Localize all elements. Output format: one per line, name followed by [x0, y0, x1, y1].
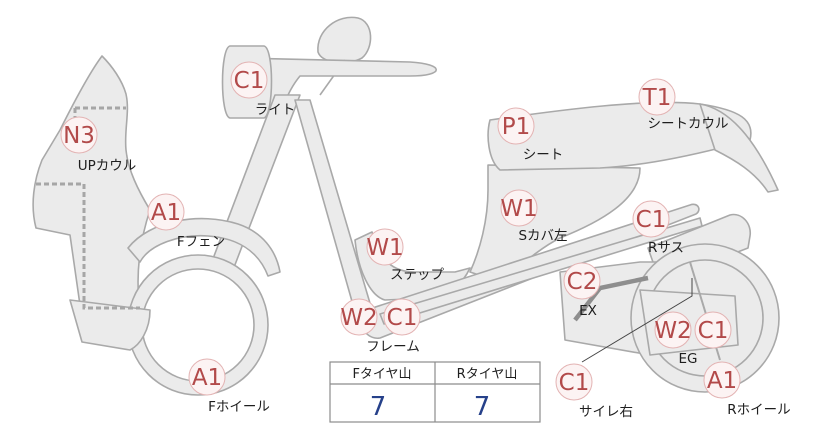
marker-step[interactable]: W1 ステップ [366, 228, 444, 283]
code-engine-1: W2 [654, 318, 691, 344]
code-circle [654, 311, 692, 349]
marker-rear-wheel[interactable]: A1 Rホイール [703, 361, 791, 418]
label-light: ライト [255, 102, 296, 118]
label-front-wheel: Fホイール [208, 399, 270, 415]
label-muffler-right: サイレ右 [579, 404, 633, 420]
code-step: W1 [366, 235, 403, 261]
code-light: C1 [234, 68, 265, 94]
code-exhaust: C2 [567, 269, 598, 295]
code-up-cowl: N3 [63, 123, 95, 149]
cowl-dash-lower [36, 182, 140, 310]
marker-engine[interactable]: W2 C1 EG [654, 311, 732, 367]
code-rear-suspension: C1 [636, 207, 667, 233]
code-frame-2: C1 [387, 305, 418, 331]
label-rear-wheel: Rホイール [727, 402, 790, 418]
code-frame-1: W2 [340, 305, 377, 331]
marker-frame[interactable]: W2 C1 フレーム [340, 298, 421, 355]
label-up-cowl: UPカウル [78, 158, 137, 174]
code-seat-cowl: T1 [642, 85, 672, 111]
code-circle [500, 189, 538, 227]
exhaust-pipe [573, 275, 649, 322]
code-front-wheel: A1 [192, 365, 222, 391]
marker-up-cowl[interactable]: N3 UPカウル [60, 116, 137, 174]
marker-seat-cowl[interactable]: T1 シートカウル [638, 78, 729, 132]
mirror-shape [317, 16, 372, 64]
code-muffler-right: C1 [559, 370, 590, 396]
marker-side-cover-left[interactable]: W1 Sカバ左 [500, 189, 568, 244]
code-circle [230, 61, 268, 99]
code-circle [563, 262, 601, 300]
front-cowl-shape [32, 55, 151, 311]
frame-down-tube [294, 99, 373, 313]
rear-tire-header: Rタイヤ山 [457, 367, 518, 382]
code-front-fender: A1 [151, 200, 181, 226]
code-circle [497, 107, 535, 145]
front-tire-header: Fタイヤ山 [352, 367, 411, 382]
code-circle [632, 200, 670, 238]
seat-cowl-shape [699, 103, 779, 193]
code-circle [340, 298, 378, 336]
label-exhaust: EX [579, 303, 597, 319]
code-circle [638, 78, 676, 116]
label-side-cover-left: Sカバ左 [518, 228, 567, 244]
code-circle [366, 228, 404, 266]
front-tire-value: 7 [370, 392, 387, 422]
marker-light[interactable]: C1 ライト [230, 61, 296, 118]
front-lower-cowl [69, 299, 151, 351]
label-seat-cowl: シートカウル [648, 116, 729, 132]
marker-front-wheel[interactable]: A1 Fホイール [188, 358, 270, 415]
label-seat: シート [523, 147, 564, 163]
label-frame: フレーム [366, 339, 420, 355]
muffler-pointer-line [581, 278, 693, 363]
tire-tread-table: Fタイヤ山 Rタイヤ山 7 7 [329, 361, 541, 423]
code-rear-wheel: A1 [707, 368, 737, 394]
code-circle [383, 298, 421, 336]
code-circle [188, 358, 226, 396]
marker-muffler-right[interactable]: C1 サイレ右 [555, 363, 633, 420]
code-circle [60, 116, 98, 154]
label-rear-suspension: Rサス [648, 240, 684, 256]
marker-front-fender[interactable]: A1 Fフェン [147, 193, 225, 250]
front-fender-shape [127, 217, 281, 277]
code-seat: P1 [502, 114, 531, 140]
code-circle [694, 311, 732, 349]
label-step: ステップ [390, 267, 444, 283]
code-circle [555, 363, 593, 401]
code-side-cover-left: W1 [500, 196, 537, 222]
rear-tire-value: 7 [474, 392, 491, 422]
marker-seat[interactable]: P1 シート [497, 107, 564, 163]
label-front-fender: Fフェン [177, 234, 225, 250]
marker-rear-suspension[interactable]: C1 Rサス [632, 200, 684, 256]
code-circle [147, 193, 185, 231]
code-circle [703, 361, 741, 399]
code-engine-2: C1 [698, 318, 729, 344]
label-engine: EG [679, 351, 698, 367]
marker-exhaust[interactable]: C2 EX [563, 262, 601, 319]
